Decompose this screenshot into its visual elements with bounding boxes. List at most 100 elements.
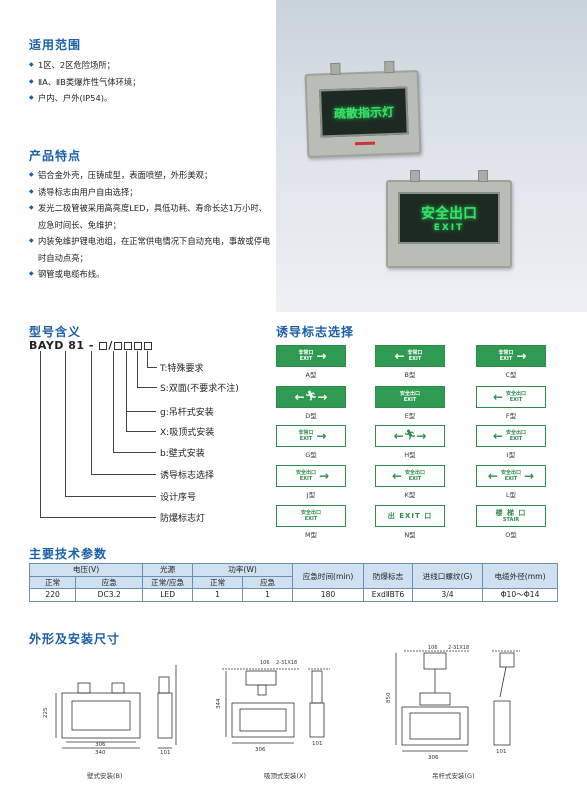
running-man-icon: 🏃︎ [403, 430, 417, 441]
model-label: S:双面(不要求不注) [160, 384, 239, 394]
connector-line [65, 496, 156, 497]
junction-box-outline [419, 692, 451, 706]
arrow-right-icon: → [524, 469, 535, 483]
table-cell: 防爆标志 [363, 563, 413, 589]
sign-caption: E型 [404, 412, 416, 420]
sign-text: 非常口 [298, 430, 314, 436]
dim-label: 850 [386, 692, 392, 703]
model-title: 型号含义 [29, 325, 82, 339]
guide-sign: ←🏃︎→ [276, 386, 346, 408]
list-item: 钢管或电缆布线。 [29, 266, 272, 283]
cable-gland [384, 60, 395, 74]
model-label: 诱导标志选择 [160, 471, 215, 481]
connector-line [91, 351, 92, 474]
model-label: b:壁式安装 [160, 449, 205, 459]
arrow-right-icon: → [317, 390, 328, 404]
sign-caption: N型 [404, 531, 416, 539]
table-cell: 应急 [242, 575, 293, 589]
list-item: 诱导标志由用户自由选择； [29, 184, 272, 201]
drawing-ceiling-mount [222, 668, 330, 744]
list-item: 铝合金外壳，压铸成型，表面喷塑，外形美观； [29, 167, 272, 184]
list-item: 1区、2区危险场所； [29, 57, 269, 74]
dim-label: 306 [255, 747, 266, 753]
drawing-pendant-mount [395, 650, 520, 752]
table-cell: 220 [28, 588, 77, 602]
arrow-left-icon: ← [394, 349, 405, 363]
sign-caption: D型 [305, 412, 317, 420]
table-cell: 功率(W) [192, 563, 293, 577]
sign-subtext: EXIT [299, 476, 313, 482]
dim-label: 2-31X18 [448, 645, 469, 651]
sign-caption: O型 [505, 531, 517, 539]
junction-box-outline [499, 652, 515, 668]
connector-line [91, 474, 156, 475]
sign-text: 非常口 [298, 350, 314, 356]
sign-subtext: STAIR [502, 516, 520, 523]
model-label: X:吸顶式安装 [160, 428, 215, 438]
guide-sign: ←🏃︎→ [375, 425, 445, 447]
sign-subtext: EXIT [499, 356, 513, 362]
sign-text: 安全出口 [300, 510, 321, 516]
guide-title: 诱导标志选择 [276, 325, 355, 339]
sign-caption: K型 [404, 491, 416, 499]
scope-list: 1区、2区危险场所； ⅡA、ⅡB类爆炸性气体环境； 户内、户外(IP54)。 [29, 57, 269, 107]
sign-text: 非常口 [498, 350, 514, 356]
sign-caption: C型 [505, 371, 517, 379]
dim-label: 306 [95, 742, 106, 748]
dim-label: 101 [496, 749, 507, 755]
model-label: T:特殊要求 [160, 364, 204, 374]
table-cell: ExdⅡBT6 [363, 588, 413, 602]
lamp-window-outline [239, 708, 287, 732]
arrow-right-icon: → [416, 429, 427, 443]
install-title: 外形及安装尺寸 [29, 632, 121, 646]
table-cell: DC3.2 [75, 588, 144, 602]
dim-label: 106 [260, 660, 270, 666]
arrow-right-icon: → [316, 429, 327, 443]
table-cell: 电缆外径(mm) [482, 563, 558, 589]
table-cell: 进线口螺纹(G) [412, 563, 483, 589]
connector-line [65, 351, 66, 496]
sign-text: 安全出口 [295, 470, 316, 476]
table-cell: LED [142, 588, 194, 602]
connector-line [126, 411, 156, 412]
table-cell: 光源 [142, 563, 194, 577]
dim-label: 2-31X18 [276, 660, 297, 666]
dim-label: 306 [428, 755, 439, 761]
dim-label: 225 [43, 707, 49, 718]
arrow-left-icon: ← [492, 429, 504, 443]
connector-line [126, 431, 156, 432]
install-drawings: 225 306 340 101 壁式安装(B) 106 2-31X18 344 … [43, 645, 520, 780]
rating-label [354, 141, 376, 146]
lamp-subtext: EXIT [433, 223, 465, 233]
arrow-right-icon: → [316, 349, 327, 363]
connector-line [137, 351, 138, 387]
code-box [133, 342, 142, 350]
sign-caption: H型 [404, 451, 416, 459]
guide-sign: 出 EXIT 口 [375, 505, 445, 527]
table-cell: 1 [242, 588, 293, 602]
cable-gland [410, 170, 420, 182]
dim-label: 344 [216, 698, 222, 709]
sign-text: 楼 梯 口 [495, 508, 527, 517]
sign-caption: M型 [304, 531, 318, 539]
table-cell: 应急 [75, 575, 144, 589]
sign-text: 出 EXIT 口 [387, 511, 433, 520]
lamp-body-outline [401, 706, 469, 746]
table-cell: 正常 [28, 575, 77, 589]
sign-text-block: 出 EXIT 口 [387, 511, 433, 520]
connector-line [113, 351, 114, 452]
